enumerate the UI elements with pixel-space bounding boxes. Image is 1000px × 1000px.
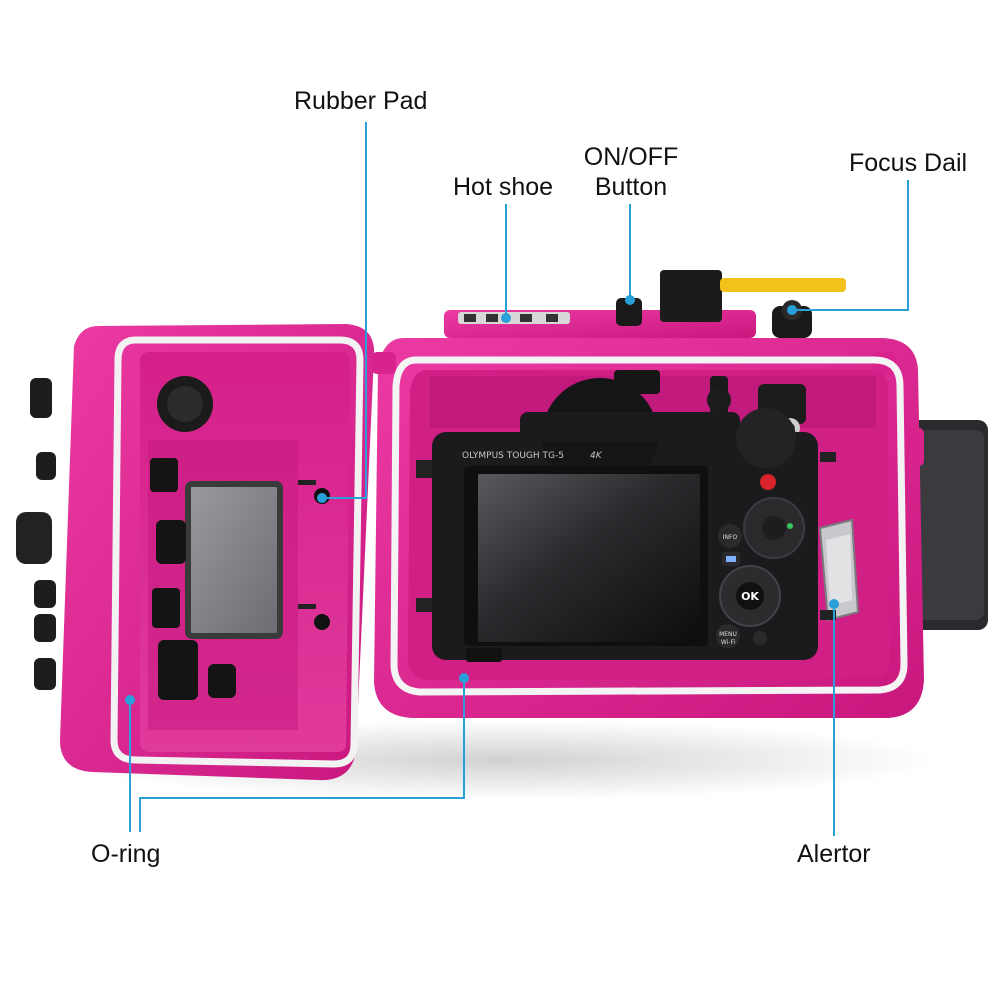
callout-lines xyxy=(129,122,909,836)
focus-dial xyxy=(772,306,812,338)
wifi-label: Wi-Fi xyxy=(721,639,736,646)
info-button xyxy=(718,524,742,548)
door-button-5 xyxy=(34,658,56,690)
yellow-lever xyxy=(720,278,846,292)
housing-main-body xyxy=(372,270,988,718)
body-o-ring xyxy=(390,356,908,696)
label-hot-shoe: Hot shoe xyxy=(453,173,554,201)
door-latch-knob xyxy=(16,512,52,564)
menu-button xyxy=(716,624,740,648)
door-button-4 xyxy=(34,614,56,642)
rubber-pad-line xyxy=(322,122,367,499)
door-lcd-window xyxy=(185,481,283,639)
door-o-ring xyxy=(110,336,364,768)
door-button-1 xyxy=(30,378,52,418)
focus-dial-line xyxy=(792,180,909,311)
housing-back-door xyxy=(16,324,375,781)
callout-dots xyxy=(125,295,839,705)
rubber-pad-b xyxy=(314,614,330,630)
camera-brand: OLYMPUS TOUGH TG-5 xyxy=(462,451,564,461)
label-on-off: ON/OFF Button xyxy=(580,142,682,202)
o-ring-line-right xyxy=(139,678,465,832)
shutter-lever xyxy=(660,270,722,322)
label-o-ring: O-ring xyxy=(91,840,161,868)
ok-button xyxy=(736,582,764,610)
camera-screen xyxy=(478,474,700,642)
door-button-2 xyxy=(36,452,56,480)
info-label: INFO xyxy=(723,534,738,541)
menu-label: MENU xyxy=(719,631,737,638)
camera-4k-badge: 4K xyxy=(590,451,603,461)
door-button-3 xyxy=(34,580,56,608)
label-on-off-line2: Button xyxy=(594,173,668,201)
record-button xyxy=(760,474,776,490)
on-off-button xyxy=(616,298,642,326)
label-alertor: Alertor xyxy=(797,840,871,868)
label-rubber-pad: Rubber Pad xyxy=(294,87,428,115)
ok-label: OK xyxy=(741,590,759,603)
label-on-off-line1: ON/OFF xyxy=(583,143,679,171)
label-focus-dial: Focus Dail xyxy=(849,149,968,177)
